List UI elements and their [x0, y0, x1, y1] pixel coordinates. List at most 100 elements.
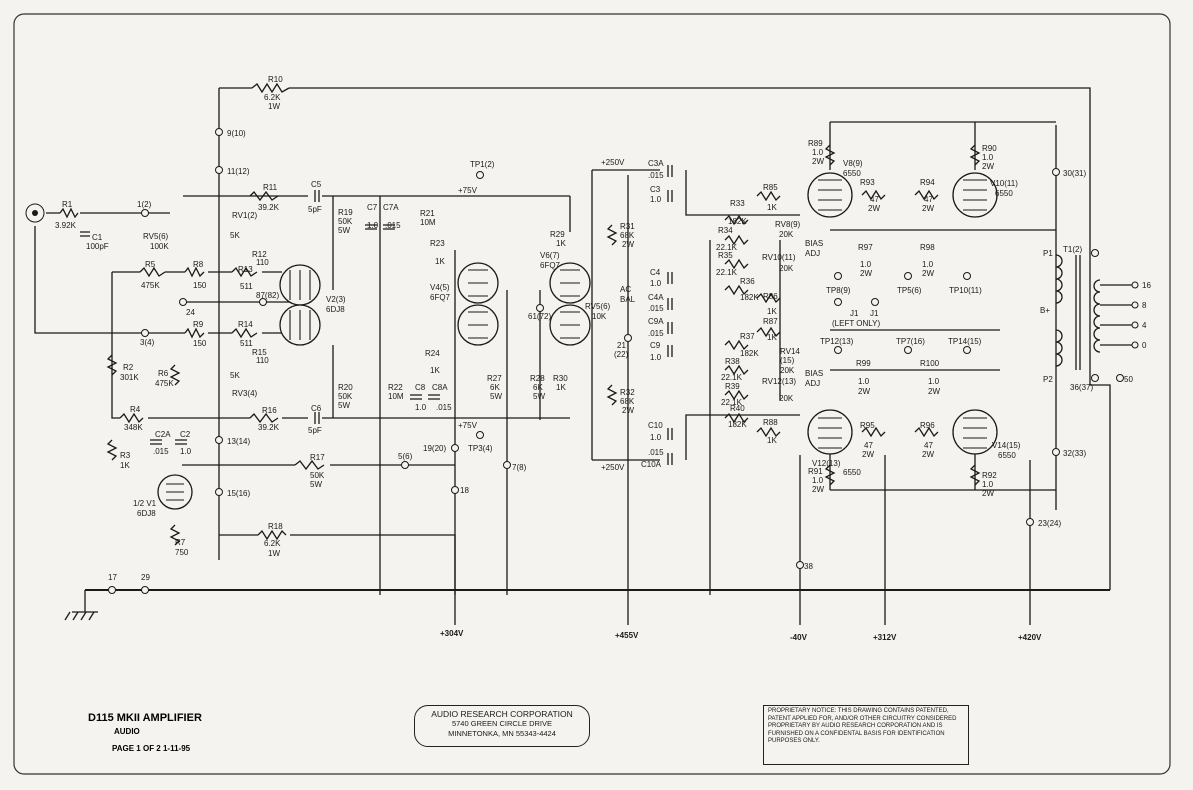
tp3-label: TP3(4) [468, 444, 493, 453]
tp14-label: TP14(15) [948, 337, 982, 346]
node-7: 7(8) [512, 463, 527, 472]
r33-value: 182K [728, 217, 747, 226]
r99-label: R99 [856, 359, 871, 368]
c1-value: 100pF [86, 242, 109, 251]
r28-watt: 5W [533, 392, 545, 401]
r29-value: 1K [556, 239, 566, 248]
r20-label: R20 [338, 383, 353, 392]
r1-label: R1 [62, 200, 73, 209]
r100-value: 1.0 [928, 377, 940, 386]
node-21: 21 [617, 341, 626, 350]
tube-v6-lower [549, 304, 591, 346]
r17-watt: 5W [310, 480, 322, 489]
p2-label: P2 [1043, 375, 1053, 384]
node-32: 32(33) [1063, 449, 1086, 458]
c7-label: C7 [367, 203, 378, 212]
notice-line: FURNISHED ON A CONFIDENTAL BASIS FOR IDE… [768, 730, 945, 737]
tp10-label: TP10(11) [949, 286, 982, 295]
node-38: 38 [804, 562, 813, 571]
c4a-label: C4A [648, 293, 664, 302]
tube-label: 6FQ7 [540, 261, 561, 270]
r30-value: 1K [556, 383, 566, 392]
c2a-label: C2A [155, 430, 171, 439]
r91-value: 1.0 [812, 476, 824, 485]
r32-watt: 2W [622, 406, 634, 415]
node-36: 36(37) [1070, 383, 1093, 392]
r90-value: 1.0 [982, 153, 994, 162]
r39-value: 22.1K [721, 398, 743, 407]
r94-value: 47 [924, 195, 933, 204]
rv10-value: 20K [779, 264, 794, 273]
r100-label: R100 [920, 359, 940, 368]
c10a-value: .015 [648, 448, 664, 457]
r9-label: R9 [193, 320, 204, 329]
tube-v14 [952, 409, 998, 455]
tp5-label: TP5(6) [897, 286, 922, 295]
c2-value: 1.0 [180, 447, 192, 456]
c9a-value: .015 [648, 329, 664, 338]
r15-label: R15 [252, 348, 267, 357]
r90-watt: 2W [982, 162, 994, 171]
tube-label: V8(9) [843, 159, 863, 168]
r97-watt: 2W [860, 269, 872, 278]
node-1: 1(2) [137, 200, 152, 209]
tube-label: 6FQ7 [430, 293, 451, 302]
notice-line: PURPOSES ONLY. [768, 738, 820, 745]
r31-watt: 2W [622, 240, 634, 249]
rail-250v-bottom: +250V [601, 463, 625, 472]
r5-label: R5 [145, 260, 156, 269]
r28-label: R28 [530, 374, 545, 383]
c8-label: C8 [415, 383, 426, 392]
c5-value: 5pF [308, 205, 322, 214]
r32-label: R32 [620, 388, 635, 397]
r10-watt: 1W [268, 102, 280, 111]
r89-label: R89 [808, 139, 823, 148]
r17-label: R17 [310, 453, 325, 462]
r37-value: 182K [740, 349, 759, 358]
r98-label: R98 [920, 243, 935, 252]
tube-v2-lower [279, 304, 321, 346]
c3-value: 1.0 [650, 195, 662, 204]
r90-label: R90 [982, 144, 997, 153]
page-info: PAGE 1 OF 2 1-11-95 [112, 744, 191, 753]
rv14-sub: (15) [780, 356, 795, 365]
ac-label: AC [620, 285, 631, 294]
rail-304v: +304V [440, 629, 464, 638]
rv12-label: RV12(13) [762, 377, 796, 386]
c7a-value: .015 [385, 221, 401, 230]
c6-value: 5pF [308, 426, 322, 435]
r36-value: 182K [740, 293, 759, 302]
r13-label: R13 [238, 265, 253, 274]
c2-label: C2 [180, 430, 191, 439]
r16-label: R16 [262, 406, 277, 415]
r17-value: 50K [310, 471, 325, 480]
c4-value: 1.0 [650, 279, 662, 288]
r95-watt: 2W [862, 450, 874, 459]
r92-watt: 2W [982, 489, 994, 498]
r18-value: 6.2K [264, 539, 281, 548]
tube-label: 6550 [843, 468, 861, 477]
node-19: 19(20) [423, 444, 446, 453]
node-50: 50 [1124, 375, 1133, 384]
rv5-value: 100K [150, 242, 169, 251]
r96-watt: 2W [922, 450, 934, 459]
resistor-symbols [59, 82, 981, 546]
r96-value: 47 [924, 441, 933, 450]
c7a-label: C7A [383, 203, 399, 212]
r2-label: R2 [123, 363, 134, 372]
bplus-label: B+ [1040, 306, 1050, 315]
r3-label: R3 [120, 451, 131, 460]
tube-label: V4(5) [430, 283, 450, 292]
r18-watt: 1W [268, 549, 280, 558]
c7-value: 1.0 [367, 221, 379, 230]
r6-value: 475K [155, 379, 174, 388]
r98-watt: 2W [922, 269, 934, 278]
rv5b-label: RV5(6) [585, 302, 611, 311]
rv14-label: RV14 [780, 347, 800, 356]
r93-value: 47 [870, 195, 879, 204]
r35-value: 22.1K [716, 268, 738, 277]
r88-value: 1K [767, 436, 777, 445]
r19-value: 50K [338, 217, 353, 226]
r34-label: R34 [718, 226, 733, 235]
r23-label: R23 [430, 239, 445, 248]
